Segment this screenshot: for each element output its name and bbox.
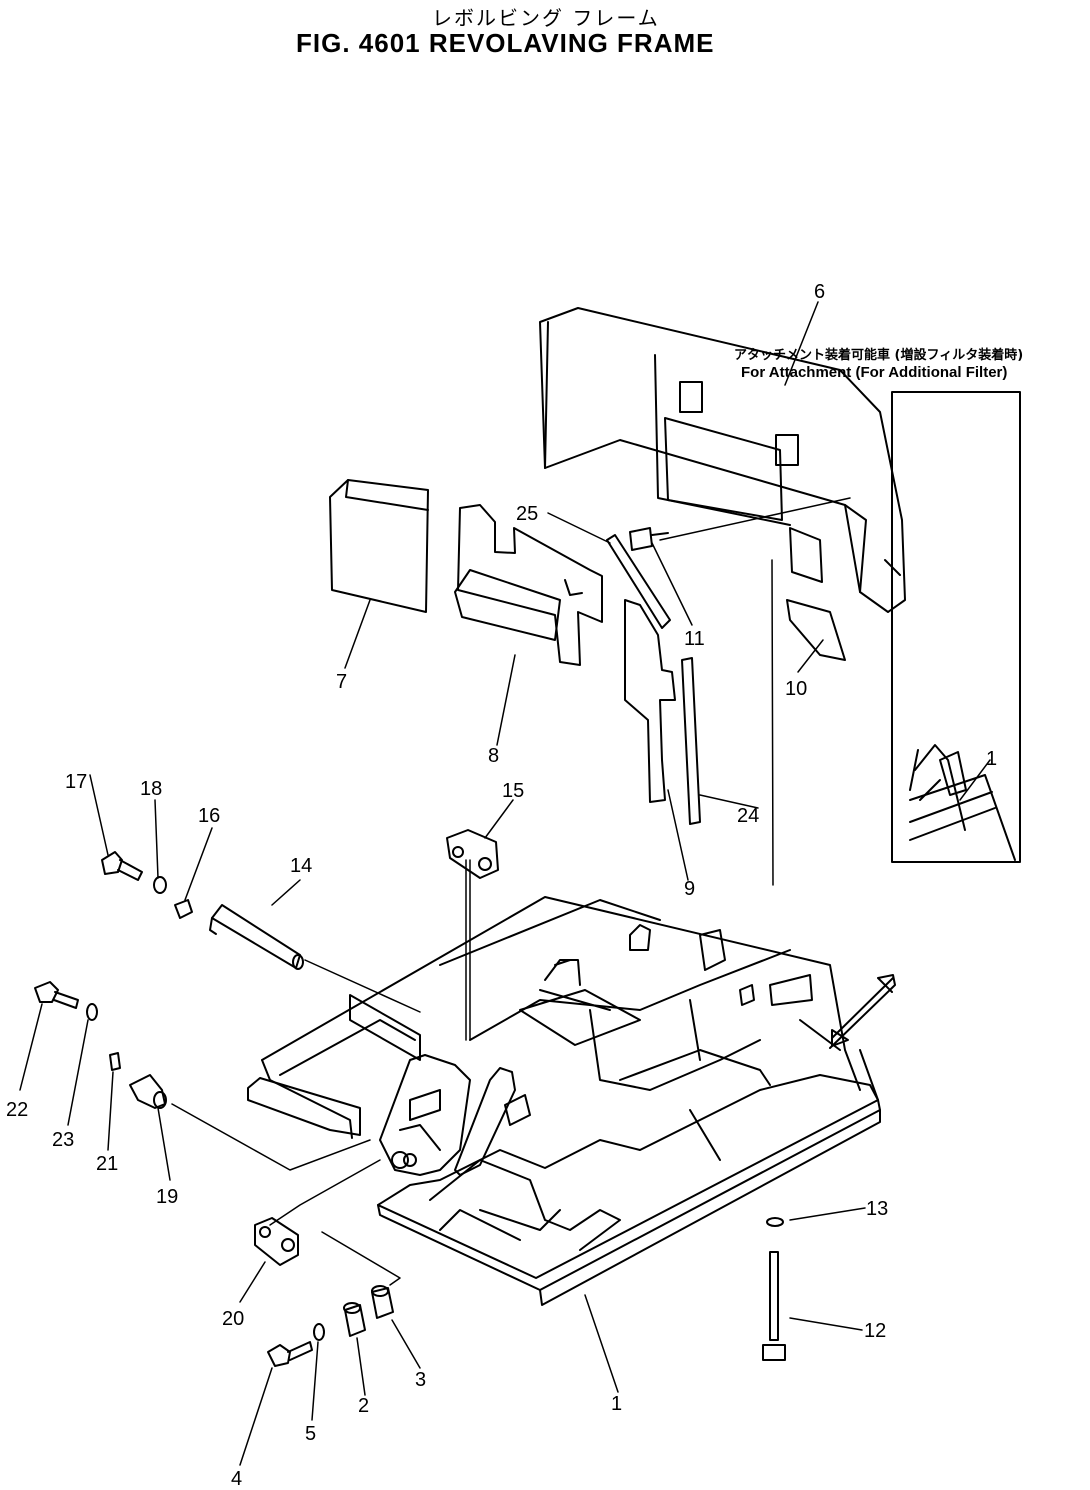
callout-15: 15	[502, 780, 524, 802]
inset-note-japanese: アタッチメント装着可能車 (増設フィルタ装着時)	[734, 348, 1024, 363]
strip-part-24	[681, 657, 701, 825]
callout-2: 2	[358, 1395, 369, 1417]
callout-21: 21	[96, 1153, 118, 1175]
cover-plate-part-7	[329, 479, 429, 613]
pin-part-19	[129, 1074, 167, 1109]
callout-19: 19	[156, 1186, 178, 1208]
bushing-part-3	[371, 1285, 394, 1319]
callout-16: 16	[198, 805, 220, 827]
callout-9: 9	[684, 878, 695, 900]
callout-20: 20	[222, 1308, 244, 1330]
callout-5: 5	[305, 1423, 316, 1445]
callout-7: 7	[336, 671, 347, 693]
bolt-part-22	[34, 981, 79, 1009]
pin-part-14	[209, 904, 304, 970]
leader-lines	[19, 301, 991, 1466]
callout-1: 1	[611, 1393, 622, 1415]
callout-6: 6	[814, 281, 825, 303]
bolt-part-12	[762, 1251, 786, 1361]
bolt-part-11	[629, 527, 669, 551]
plate-part-20	[254, 1217, 299, 1266]
washer-part-13	[766, 1217, 784, 1227]
callout-17: 17	[65, 771, 87, 793]
boom-bracket	[379, 1054, 531, 1176]
washer-part-18	[153, 876, 167, 894]
callout-11: 11	[684, 628, 705, 650]
counterweight-part-6	[539, 307, 906, 613]
callout-3: 3	[415, 1369, 426, 1391]
inset-callout-1: 1	[986, 748, 997, 770]
figure-title: FIG. 4601 REVOLAVING FRAME	[296, 28, 715, 58]
callout-22: 22	[6, 1099, 28, 1121]
figure-title-japanese: レボルビング フレーム	[432, 6, 660, 30]
washer-part-23	[86, 1003, 98, 1021]
callout-23: 23	[52, 1129, 74, 1151]
bar-part-25	[606, 534, 671, 629]
callout-8: 8	[488, 745, 499, 767]
callout-labels: 6 7 8 25 11 10 24 9 15 14 17 18 16 22 23…	[6, 281, 997, 1490]
callout-14: 14	[290, 855, 312, 877]
callout-4: 4	[231, 1468, 242, 1490]
callout-10: 10	[785, 678, 807, 700]
plate-part-9	[624, 599, 676, 803]
bushing-part-2	[343, 1302, 366, 1337]
plate-part-15	[446, 829, 499, 879]
plate-part-16	[174, 899, 193, 919]
inset-detail-box	[891, 391, 1021, 863]
callout-12: 12	[864, 1320, 886, 1342]
callout-13: 13	[866, 1198, 888, 1220]
inset-note: For Attachment (For Additional Filter)	[741, 364, 1008, 381]
shim-part-21	[109, 1052, 121, 1071]
bolt-part-17	[101, 851, 143, 881]
plate-part-8	[454, 504, 603, 666]
revolving-frame-part-1	[247, 896, 881, 1306]
callout-24: 24	[737, 805, 759, 827]
callout-18: 18	[140, 778, 162, 800]
reference-lines	[171, 497, 851, 1286]
bolt-part-4	[267, 1341, 313, 1367]
callout-25: 25	[516, 503, 538, 525]
washer-part-5	[313, 1323, 325, 1341]
plate-part-10	[786, 599, 846, 661]
direction-arrow-icon	[829, 974, 896, 1049]
